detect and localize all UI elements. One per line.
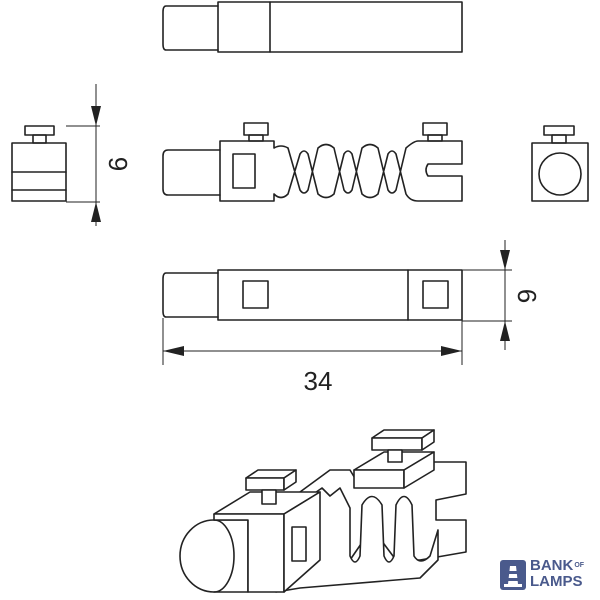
top-view xyxy=(162,1,463,53)
right-view-bore xyxy=(538,152,582,196)
front-view-screw-neck-left xyxy=(248,134,264,142)
front-view-screw-cap-left xyxy=(243,122,269,136)
right-side-view xyxy=(531,125,589,202)
front-view-window xyxy=(232,153,256,189)
bank-of-lamps-logo: BANKOF LAMPS xyxy=(500,558,600,594)
logo-line-1: BANKOF xyxy=(530,558,584,574)
logo-text: BANKOF LAMPS xyxy=(530,558,584,590)
front-view xyxy=(162,122,463,202)
left-view-neck xyxy=(32,134,47,144)
right-view-neck xyxy=(551,134,567,144)
bottom-view xyxy=(162,269,463,321)
front-view-screw-cap-right xyxy=(422,122,448,136)
top-view-body xyxy=(217,1,463,53)
logo-word-lamps: LAMPS xyxy=(530,573,583,590)
right-view-cap xyxy=(543,125,575,136)
thickness-dimension-label: 6 xyxy=(512,289,542,303)
bottom-view-hole-left xyxy=(242,280,269,309)
bottom-view-pin xyxy=(162,272,219,318)
iso-pin xyxy=(179,519,249,593)
logo-word-of: OF xyxy=(574,562,585,569)
front-view-pin xyxy=(162,149,221,196)
front-view-screw-neck-right xyxy=(427,134,443,142)
left-view-cap xyxy=(24,125,55,136)
front-view-spring-outline xyxy=(219,140,463,202)
logo-word-bank: BANK xyxy=(530,557,574,574)
thickness-dimension: 6 xyxy=(462,240,542,350)
length-dimension: 34 xyxy=(162,318,463,396)
isometric-view xyxy=(179,429,467,593)
iso-window xyxy=(291,526,307,562)
height-dimension: 9 xyxy=(66,84,133,226)
length-dimension-label: 34 xyxy=(304,366,333,396)
left-side-view xyxy=(11,125,67,202)
bottom-view-hole-right xyxy=(422,280,449,309)
right-view-body xyxy=(531,142,589,202)
lighthouse-icon xyxy=(500,560,526,590)
bottom-view-body xyxy=(217,269,463,321)
height-dimension-label: 9 xyxy=(103,157,133,171)
top-view-pin xyxy=(162,5,219,51)
